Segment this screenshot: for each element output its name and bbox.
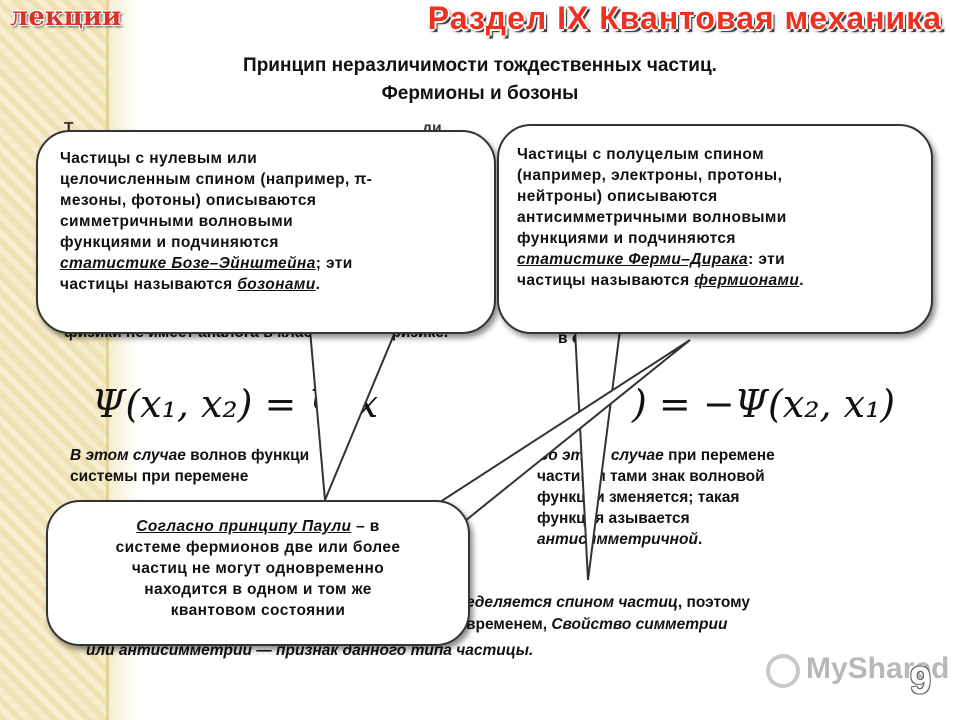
bosons-line-3: мезоны, фотоны) описываются bbox=[60, 192, 317, 209]
bosons-line-6-rest: ; эти bbox=[315, 255, 353, 272]
pauli-line-3: частиц не могут одновременно bbox=[131, 560, 385, 577]
pauli-line-1: Согласно принципу Паули – в bbox=[66, 516, 450, 537]
fermions-callout-tail bbox=[573, 329, 622, 581]
bosons-callout-tail bbox=[308, 318, 402, 501]
section-title: Раздел IX Квантовая механика bbox=[427, 0, 942, 36]
page-number: 9 bbox=[910, 660, 932, 702]
pauli-line-2: системе фермионов две или более bbox=[115, 539, 401, 556]
bottom-line-3: или антисимметрии — признак данного типа… bbox=[86, 642, 534, 659]
pauli-line-4: находится в одном и том же bbox=[144, 581, 372, 598]
watermark: MyShared bbox=[806, 652, 950, 685]
fermions-term: фермионами bbox=[694, 272, 800, 289]
fermions-line-7: частицы называются фермионами. bbox=[517, 270, 913, 291]
slide-title-line-2: Фермионы и бозоны bbox=[381, 83, 579, 104]
fermions-line-1: Частицы с полуцелым спином bbox=[517, 146, 764, 163]
bosons-callout: Частицы с нулевым или целочисленным спин… bbox=[36, 130, 496, 334]
antisymmetric-formula: ) = −Ψ(x₂, x₁) bbox=[546, 382, 895, 426]
bottom-line-2-em: Свойство симметрии bbox=[551, 616, 728, 633]
bosons-term: бозонами bbox=[237, 276, 316, 293]
fermions-line-6: статистике Ферми–Дирака: эти bbox=[517, 249, 913, 270]
decorative-stripe-edge bbox=[106, 0, 109, 720]
bosons-line-7-lead: частицы называются bbox=[60, 276, 238, 293]
symmetric-case-lead: В этом случае bbox=[70, 447, 186, 464]
fermions-line-7-lead: частицы называются bbox=[517, 272, 695, 289]
antisymmetric-term: антисимметричной bbox=[537, 531, 698, 548]
symmetric-case-line-2: системы при перемене bbox=[70, 468, 249, 485]
bottom-line-1-rest: , поэтому bbox=[677, 594, 751, 611]
bosons-line-6: статистике Бозе–Эйнштейна; эти bbox=[60, 253, 476, 274]
bosons-line-2: целочисленным спином (например, π- bbox=[60, 171, 373, 188]
antisymmetric-case-line-4: функция азывается bbox=[537, 510, 690, 527]
bottom-line-1: еделяется спином частиц, поэтому bbox=[466, 592, 886, 613]
bottom-line-2-lead: временем, bbox=[466, 616, 552, 633]
bosons-line-7: частицы называются бозонами. bbox=[60, 274, 476, 295]
lectures-logo[interactable]: лекции bbox=[10, 2, 122, 32]
slide-title-line-1: Принцип неразличимости тождественных час… bbox=[243, 55, 717, 76]
fermions-line-3: нейтроны) описываются bbox=[517, 188, 718, 205]
watermark-icon bbox=[766, 654, 800, 688]
symmetric-case-text: В этом случае волнов функци системы при … bbox=[70, 445, 510, 487]
antisymmetric-formula-text: ) = −Ψ(x₂, x₁) bbox=[632, 382, 896, 426]
pauli-line-5: квантовом состоянии bbox=[170, 602, 346, 619]
fermions-line-6-rest: : эти bbox=[748, 251, 786, 268]
antisymmetric-term-dot: . bbox=[697, 531, 703, 548]
symmetric-case-rest: волнов функци bbox=[185, 447, 310, 464]
fermions-line-2: (например, электроны, протоны, bbox=[517, 167, 783, 184]
fermions-line-5: функциями и подчиняются bbox=[517, 230, 736, 247]
pauli-callout: Согласно принципу Паули – в системе ферм… bbox=[46, 500, 470, 646]
bosons-line-5: функциями и подчиняются bbox=[60, 234, 279, 251]
fermions-line-7-end: . bbox=[799, 272, 804, 289]
bose-einstein-statistics: статистике Бозе–Эйнштейна bbox=[60, 255, 316, 272]
bosons-line-4: симметричными волновыми bbox=[60, 213, 294, 230]
antisymmetric-case-lead-2: случае bbox=[610, 447, 664, 464]
fermions-callout: Частицы с полуцелым спином (например, эл… bbox=[497, 124, 933, 334]
bosons-line-7-end: . bbox=[315, 276, 321, 293]
pauli-line-1-rest: – в bbox=[351, 518, 380, 535]
bosons-line-1: Частицы с нулевым или bbox=[60, 150, 258, 167]
pauli-callout-tail bbox=[417, 339, 691, 527]
bottom-line-1-em: еделяется спином частиц bbox=[466, 594, 678, 611]
antisymmetric-case-rest: при перемене bbox=[663, 447, 775, 464]
pauli-principle: Согласно принципу Паули bbox=[136, 518, 352, 535]
bottom-line-2: временем, Свойство симметрии bbox=[466, 614, 886, 635]
fermions-line-4: антисимметричными волновыми bbox=[517, 209, 787, 226]
fermi-dirac-statistics: статистике Ферми–Дирака bbox=[517, 251, 749, 268]
